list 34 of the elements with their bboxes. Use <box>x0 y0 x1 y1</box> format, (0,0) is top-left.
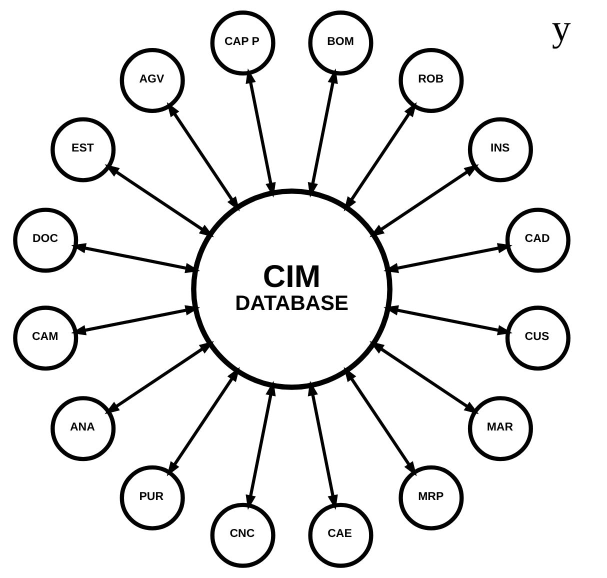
arrow <box>71 305 200 336</box>
node-circle: INS <box>468 117 533 182</box>
node-circle: DOC <box>13 208 78 273</box>
arrow <box>370 164 479 238</box>
node-circle: CAP P <box>210 10 276 76</box>
label: y <box>552 7 571 50</box>
arrow <box>71 243 200 274</box>
arrow <box>344 102 417 212</box>
arrow <box>308 68 338 198</box>
arrow <box>384 243 512 274</box>
arrow <box>370 341 479 414</box>
arrow <box>246 68 276 198</box>
node-circle: CAD <box>505 208 570 273</box>
node-circle: ROB <box>398 48 464 114</box>
node-circle: CAM <box>13 306 78 371</box>
node-circle: CNC <box>210 502 276 568</box>
arrow <box>166 366 240 476</box>
arrow <box>166 102 240 212</box>
node-circle: CUS <box>505 306 570 371</box>
node-circle: CAE <box>308 502 374 568</box>
arrow <box>344 366 417 476</box>
arrow <box>104 341 214 414</box>
node-circle: AGV <box>120 48 185 114</box>
node-circle: MRP <box>398 465 464 530</box>
arrow <box>308 380 338 510</box>
arrow <box>104 164 214 238</box>
node-circle: ANA <box>50 396 116 462</box>
node-circle: EST <box>50 117 116 182</box>
node-circle: PUR <box>120 465 185 530</box>
node-circle: MAR <box>468 396 533 462</box>
arrow <box>246 380 276 510</box>
arrow <box>384 305 512 336</box>
node-circle: CIM DATABASE <box>191 188 392 390</box>
node-circle: BOM <box>308 10 374 76</box>
